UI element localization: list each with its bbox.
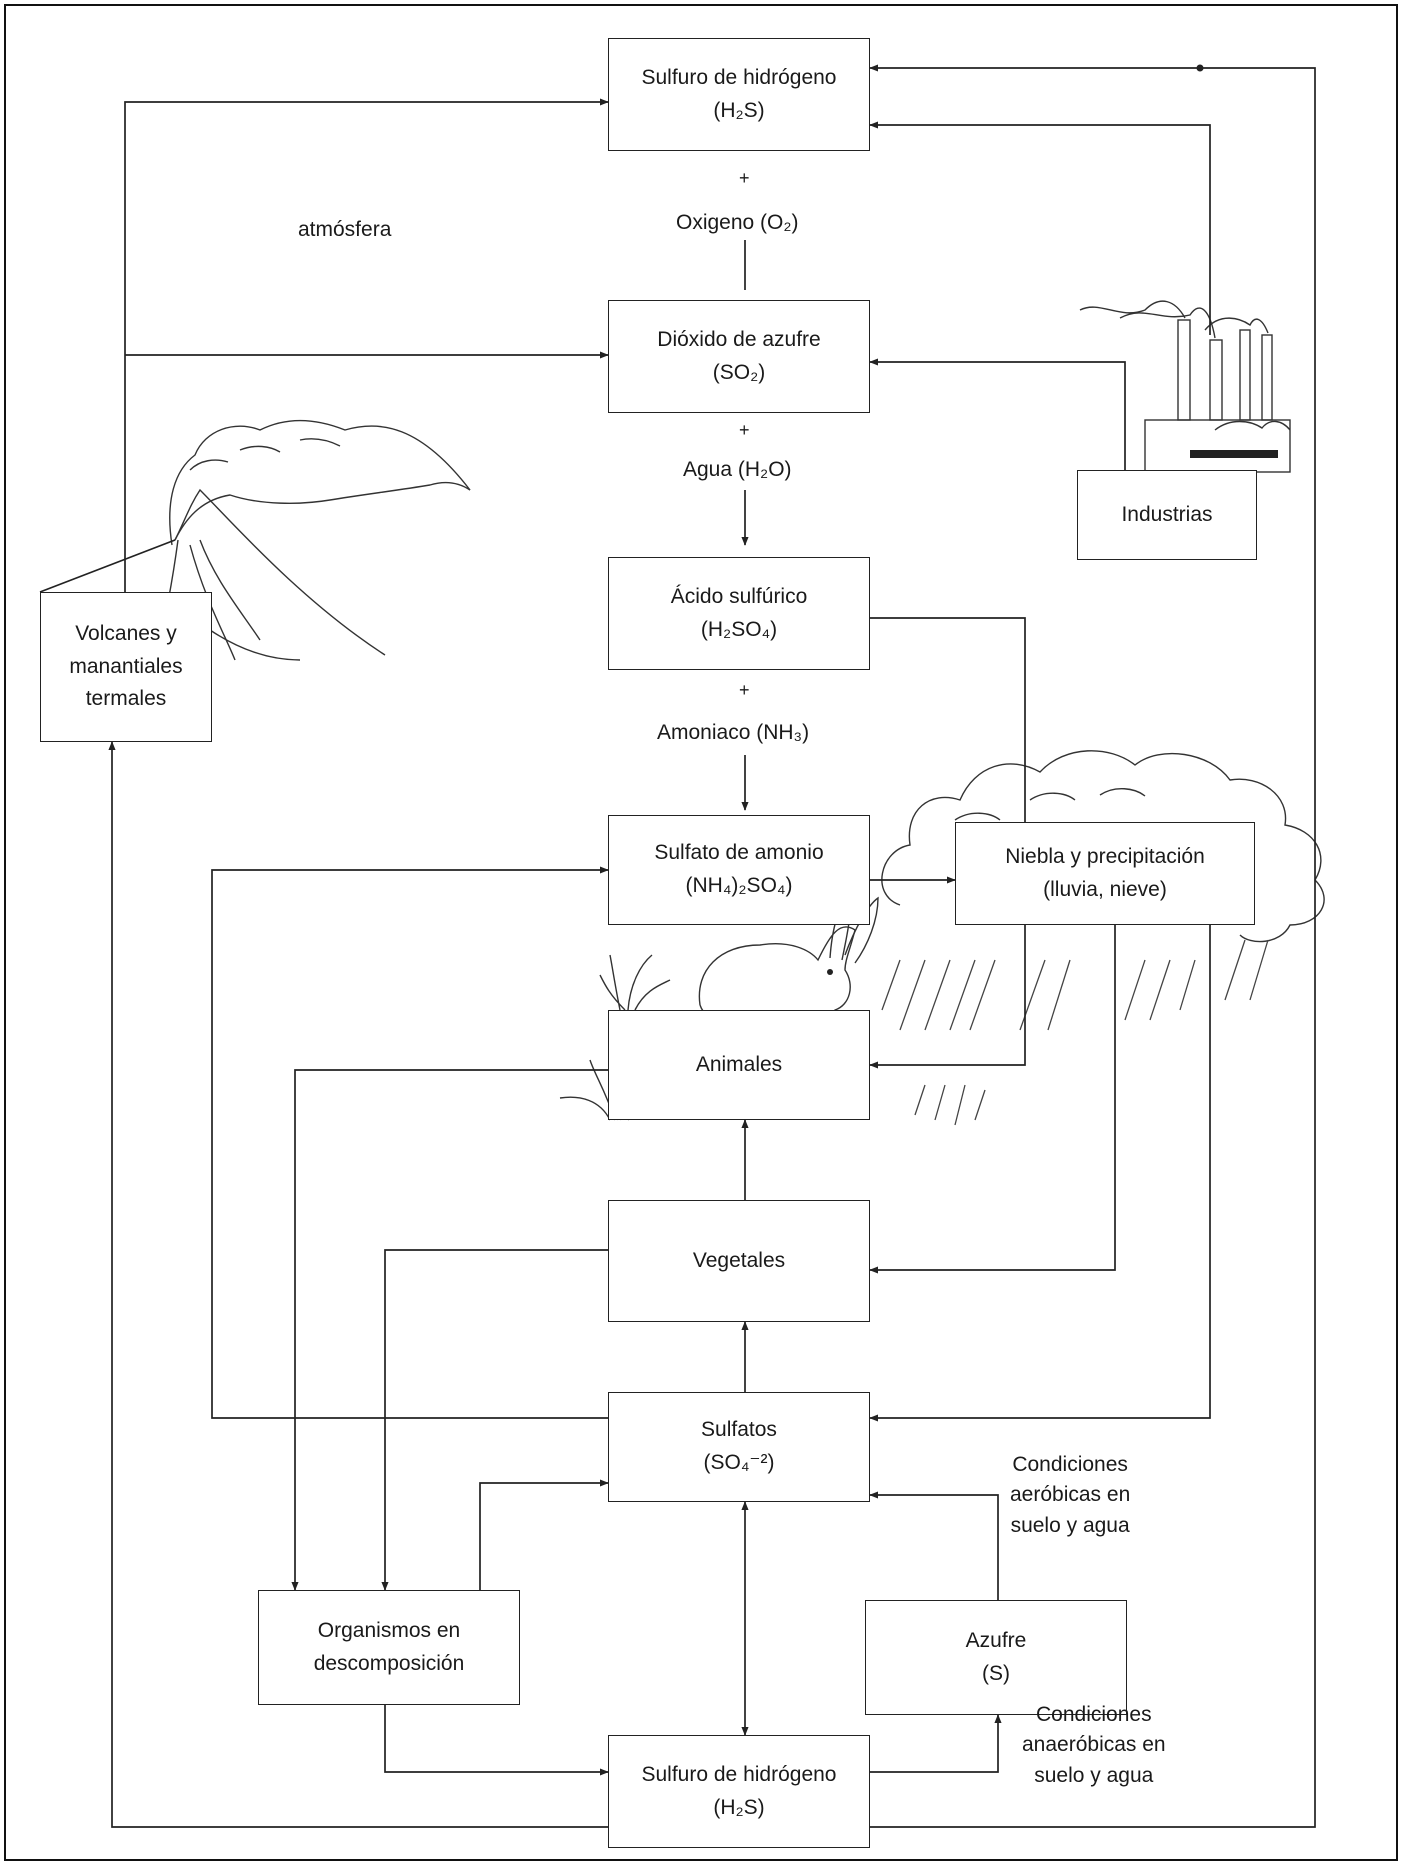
figure-frame bbox=[4, 4, 1398, 1861]
plus-sign-2: + bbox=[739, 420, 750, 440]
sulfates-formula: (SO₄⁻²) bbox=[703, 1451, 775, 1474]
clouds-name: Niebla y precipitación bbox=[1005, 844, 1205, 868]
h2so4-name: Ácido sulfúrico bbox=[670, 584, 808, 608]
plus-sign-3: + bbox=[739, 680, 750, 700]
industries-box: Industrias bbox=[1077, 470, 1257, 560]
animals-name: Animales bbox=[695, 1052, 783, 1076]
sulfuric-acid-box: Ácido sulfúrico (H₂SO₄) bbox=[608, 557, 870, 670]
industries-name: Industrias bbox=[1121, 502, 1213, 526]
animals-box: Animales bbox=[608, 1010, 870, 1120]
sulfates-name: Sulfatos bbox=[701, 1418, 777, 1442]
sulfur-box: Azufre (S) bbox=[865, 1600, 1127, 1715]
volcanoes-name: Volcanes y manantiales termales bbox=[69, 622, 183, 711]
volcanoes-box: Volcanes y manantiales termales bbox=[40, 592, 212, 742]
h2s-top-name: Sulfuro de hidrógeno bbox=[641, 65, 837, 89]
oxygen-label: Oxigeno (O₂) bbox=[676, 211, 799, 234]
hydrogen-sulfide-bottom-box: Sulfuro de hidrógeno (H₂S) bbox=[608, 1735, 870, 1848]
sulfur-name: Azufre bbox=[965, 1628, 1027, 1652]
plants-name: Vegetales bbox=[692, 1248, 786, 1272]
sulfates-box: Sulfatos (SO₄⁻²) bbox=[608, 1392, 870, 1502]
plus-sign-1: + bbox=[739, 168, 750, 188]
hydrogen-sulfide-top-box: Sulfuro de hidrógeno (H₂S) bbox=[608, 38, 870, 151]
cloud-illustration bbox=[881, 750, 1325, 943]
h2s-bottom-formula: (H₂S) bbox=[713, 1795, 765, 1819]
nh4-formula: (NH₄)₂SO₄) bbox=[685, 874, 793, 897]
decomposing-organisms-box: Organismos en descomposición bbox=[258, 1590, 520, 1705]
aerobic-conditions-label: Condiciones aeróbicas en suelo y agua bbox=[1010, 1453, 1131, 1537]
h2so4-formula: (H₂SO₄) bbox=[700, 617, 778, 641]
sulfur-dioxide-box: Dióxido de azufre (SO₂) bbox=[608, 300, 870, 413]
fog-precipitation-box: Niebla y precipitación (lluvia, nieve) bbox=[955, 822, 1255, 925]
atmosphere-label: atmósfera bbox=[298, 218, 392, 241]
h2s-top-formula: (H₂S) bbox=[713, 98, 765, 122]
clouds-formula: (lluvia, nieve) bbox=[1043, 877, 1167, 901]
ammonia-label: Amoniaco (NH₃) bbox=[657, 721, 810, 744]
so2-name: Dióxido de azufre bbox=[657, 327, 821, 351]
decomp-name: Organismos en descomposición bbox=[313, 1618, 465, 1675]
rain-lines bbox=[881, 939, 1269, 1126]
factory-illustration bbox=[1079, 300, 1291, 473]
anaerobic-conditions-label: Condiciones anaeróbicas en suelo y agua bbox=[1022, 1703, 1166, 1787]
connectors bbox=[39, 64, 1316, 1828]
plants-box: Vegetales bbox=[608, 1200, 870, 1322]
sulfur-formula: (S) bbox=[982, 1661, 1010, 1685]
so2-formula: (SO₂) bbox=[712, 360, 766, 384]
water-label: Agua (H₂O) bbox=[683, 458, 792, 481]
nh4-name: Sulfato de amonio bbox=[654, 841, 824, 865]
h2s-bottom-name: Sulfuro de hidrógeno bbox=[641, 1762, 837, 1786]
ammonium-sulfate-box: Sulfato de amonio (NH₄)₂SO₄) bbox=[608, 815, 870, 925]
